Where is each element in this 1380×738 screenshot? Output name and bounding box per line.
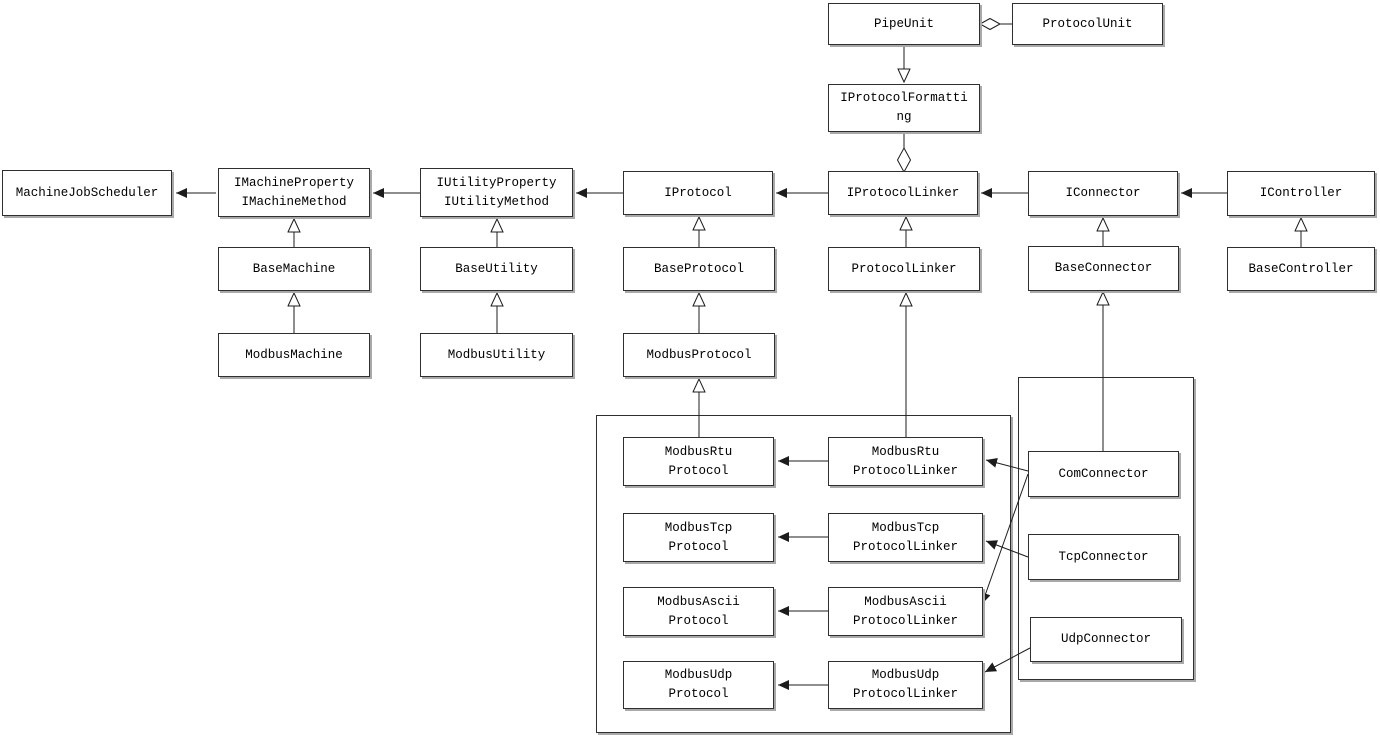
class-box-iprotocol: IProtocol [623, 171, 773, 215]
class-box-protocol-unit: ProtocolUnit [1012, 3, 1163, 45]
class-box-base-connector: BaseConnector [1028, 246, 1179, 291]
class-box-protocol-linker: ProtocolLinker [828, 247, 980, 291]
class-box-base-utility: BaseUtility [420, 247, 573, 291]
class-box-pipe-unit: PipeUnit [828, 3, 980, 45]
class-box-modbus-ascii-protocol: ModbusAscii Protocol [623, 587, 774, 636]
class-box-base-controller: BaseController [1227, 247, 1375, 291]
class-box-com-connector: ComConnector [1028, 451, 1179, 497]
class-box-modbus-rtu-protocol-linker: ModbusRtu ProtocolLinker [828, 437, 983, 486]
class-box-imachine-property-method: IMachineProperty IMachineMethod [218, 168, 370, 217]
class-box-modbus-udp-protocol: ModbusUdp Protocol [623, 661, 774, 709]
aggregation-diamond-iprotocollinker [896, 146, 912, 174]
class-box-modbus-udp-protocol-linker: ModbusUdp ProtocolLinker [828, 661, 983, 709]
class-box-iprotocol-linker: IProtocolLinker [828, 171, 978, 215]
class-box-modbus-tcp-protocol: ModbusTcp Protocol [623, 513, 774, 562]
class-box-base-machine: BaseMachine [218, 247, 370, 291]
class-box-modbus-protocol: ModbusProtocol [623, 333, 775, 377]
class-box-modbus-rtu-protocol: ModbusRtu Protocol [623, 437, 774, 486]
aggregation-diamond-pipeunit-protocolunit [978, 17, 1002, 31]
class-box-iprotocol-formatting: IProtocolFormatti ng [828, 84, 980, 132]
class-box-modbus-ascii-protocol-linker: ModbusAscii ProtocolLinker [828, 587, 983, 636]
class-box-tcp-connector: TcpConnector [1028, 534, 1179, 580]
class-box-modbus-tcp-protocol-linker: ModbusTcp ProtocolLinker [828, 513, 983, 562]
class-box-udp-connector: UdpConnector [1030, 617, 1182, 662]
class-box-iconnector: IConnector [1028, 171, 1178, 216]
class-box-iutility-property-method: IUtilityProperty IUtilityMethod [420, 168, 573, 217]
class-box-machine-job-scheduler: MachineJobScheduler [2, 170, 172, 216]
class-box-base-protocol: BaseProtocol [623, 247, 775, 291]
class-box-modbus-machine: ModbusMachine [218, 333, 370, 377]
class-box-icontroller: IController [1227, 171, 1375, 216]
class-box-modbus-utility: ModbusUtility [420, 333, 573, 377]
